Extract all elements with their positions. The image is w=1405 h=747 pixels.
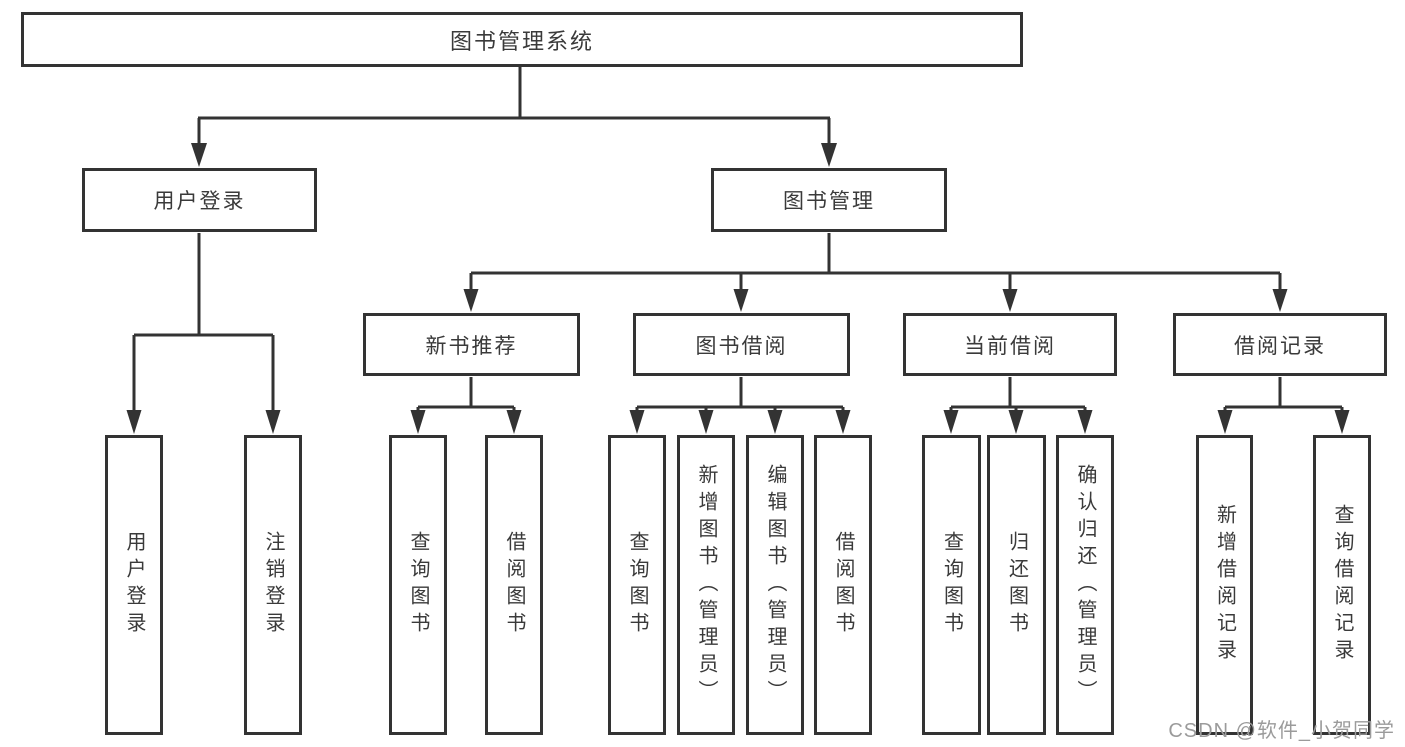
leaf-user-login: 用户登录: [105, 435, 163, 735]
connector-current-borrowing-to-leaves: [949, 377, 1087, 413]
arrowhead-down: [767, 410, 783, 434]
connector-line: [635, 377, 845, 413]
node-label: 借阅图书: [832, 531, 854, 639]
arrowhead-down: [506, 410, 522, 434]
leaf-return-book: 归还图书: [987, 435, 1046, 735]
leaf-confirm-return-admin: 确认归还（管理员）: [1056, 435, 1114, 735]
node-label: 借阅图书: [503, 531, 525, 639]
arrowhead-down: [1077, 410, 1093, 434]
arrowhead-down: [191, 143, 207, 167]
node-label: 新书推荐: [425, 334, 518, 358]
connector-root-to-level2: [197, 67, 831, 150]
node-label: 查询图书: [407, 531, 429, 639]
leaf-add-book-admin: 新增图书（管理员）: [677, 435, 735, 735]
node-label: 归还图书: [1005, 531, 1028, 639]
leaf-query-books-borrowing: 查询图书: [608, 435, 666, 735]
connector-line: [416, 377, 516, 413]
arrowhead-down: [1334, 410, 1350, 434]
arrowhead-down: [943, 410, 959, 434]
node-label: 借阅记录: [1234, 334, 1326, 358]
leaf-edit-book-admin: 编辑图书（管理员）: [746, 435, 804, 735]
node-label: 编辑图书（管理员）: [764, 463, 786, 707]
leaf-query-borrow-record: 查询借阅记录: [1313, 435, 1371, 735]
connector-line: [197, 67, 831, 150]
node-book-borrowing: 图书借阅: [633, 313, 850, 376]
node-current-borrowing: 当前借阅: [903, 313, 1117, 376]
connector-book-management-to-level3: [469, 233, 1282, 292]
node-new-book-recommendation: 新书推荐: [363, 313, 580, 376]
node-label: 图书借阅: [695, 334, 788, 358]
connector-line: [1223, 377, 1344, 413]
node-borrowing-records: 借阅记录: [1173, 313, 1387, 376]
node-library-management-system: 图书管理系统: [21, 12, 1023, 67]
arrowhead-down: [265, 410, 281, 434]
arrowhead-down: [835, 410, 851, 434]
arrowhead-down: [629, 410, 645, 434]
node-user-login: 用户登录: [82, 168, 317, 232]
connector-line: [132, 233, 275, 413]
arrowhead-down: [821, 143, 837, 167]
node-label: 新增借阅记录: [1213, 504, 1236, 666]
node-label: 确认归还（管理员）: [1074, 463, 1096, 707]
node-label: 图书管理: [783, 190, 875, 213]
leaf-logout: 注销登录: [244, 435, 302, 735]
node-label: 当前借阅: [964, 334, 1056, 358]
connector-user-login-to-leaves: [132, 233, 275, 413]
node-label: 新增图书（管理员）: [695, 463, 717, 707]
node-book-management: 图书管理: [711, 168, 947, 232]
leaf-query-books-recommendation: 查询图书: [389, 435, 447, 735]
arrowhead-down: [1217, 410, 1233, 434]
arrowhead-down: [126, 410, 142, 434]
arrowhead-down: [410, 410, 426, 434]
node-label: 注销登录: [262, 531, 284, 639]
node-label: 查询图书: [626, 531, 648, 639]
leaf-borrow-books-borrowing: 借阅图书: [814, 435, 872, 735]
connector-borrowing-records-to-leaves: [1223, 377, 1344, 413]
csdn-watermark: CSDN @软件_小贺同学: [1168, 720, 1395, 742]
arrowhead-down: [1002, 289, 1018, 312]
node-label: 用户登录: [123, 531, 145, 639]
arrowhead-down: [698, 410, 714, 434]
arrowhead-down: [1272, 289, 1288, 312]
connector-line: [469, 233, 1282, 292]
node-label: 查询借阅记录: [1331, 504, 1353, 666]
arrowhead-down: [733, 289, 749, 312]
arrowhead-down: [463, 289, 479, 312]
node-label: 查询图书: [940, 531, 963, 639]
leaf-add-borrow-record: 新增借阅记录: [1196, 435, 1253, 735]
leaf-borrow-books-recommendation: 借阅图书: [485, 435, 543, 735]
leaf-query-books-current: 查询图书: [922, 435, 981, 735]
node-label: 用户登录: [153, 190, 246, 213]
arrowhead-down: [1008, 410, 1024, 434]
connector-new-book-recommendation-to-leaves: [416, 377, 516, 413]
connector-book-borrowing-to-leaves: [635, 377, 845, 413]
connector-line: [949, 377, 1087, 413]
node-label: 图书管理系统: [449, 28, 594, 54]
